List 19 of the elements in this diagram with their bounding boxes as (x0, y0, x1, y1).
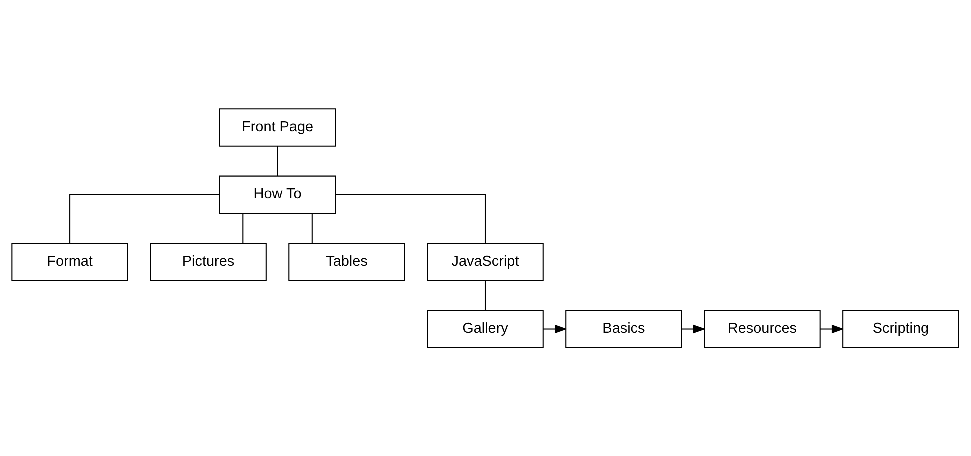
node-box: Basics (566, 310, 682, 348)
node-box: Pictures (150, 242, 267, 281)
connector (484, 280, 486, 310)
node-box: Tables (288, 242, 406, 281)
node-box: Resources (704, 310, 821, 348)
node-box: Format (12, 242, 128, 281)
arrow (543, 324, 568, 334)
node-box: Gallery (427, 310, 544, 348)
connector (336, 194, 486, 243)
node-box: How To (219, 175, 336, 214)
node-box: Scripting (842, 310, 960, 348)
connector (70, 194, 220, 243)
connector (242, 213, 244, 243)
arrow (682, 324, 706, 334)
connector (312, 213, 313, 243)
node-box: JavaScript (427, 242, 544, 281)
arrow (820, 324, 844, 334)
node-box: Front Page (219, 108, 336, 146)
connector (277, 146, 278, 176)
